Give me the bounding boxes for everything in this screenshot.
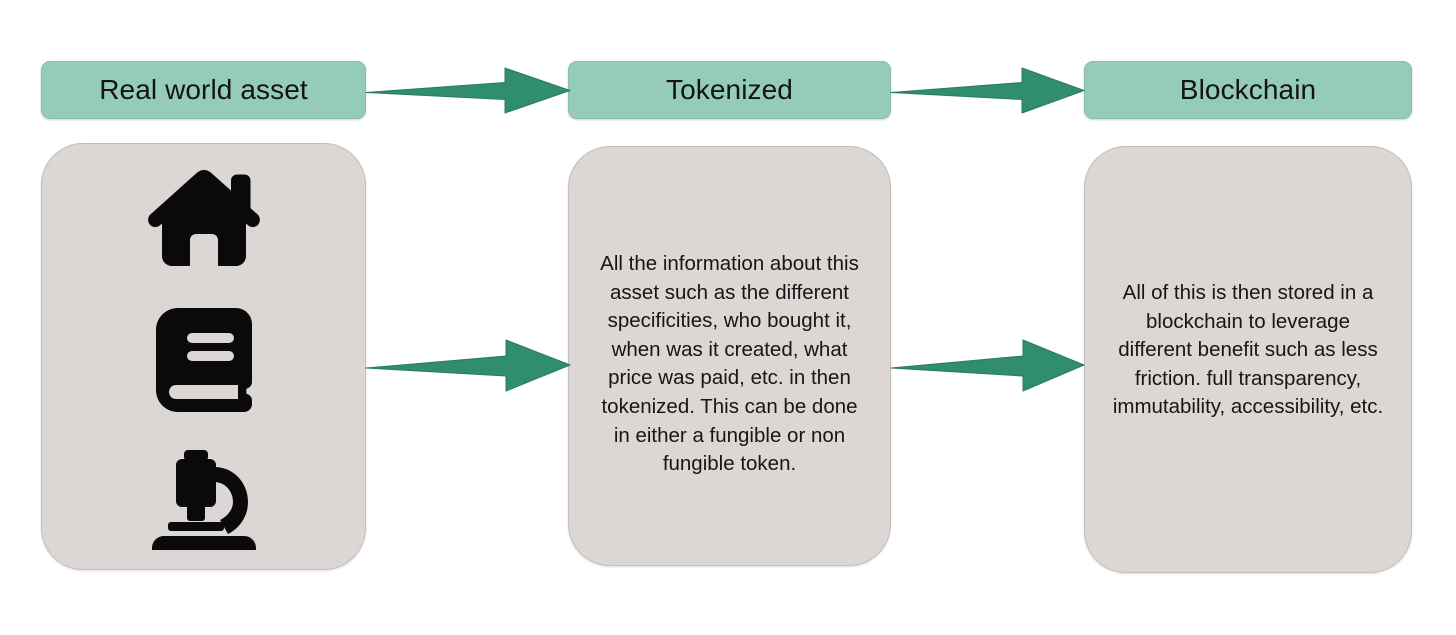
header-label-real-world-asset: Real world asset	[99, 74, 308, 105]
arrow-tokenized-to-blockchain-body	[890, 339, 1085, 392]
panel-blockchain: All of this is then stored in a blockcha…	[1084, 146, 1412, 573]
panel-tokenized: All the information about this asset suc…	[568, 146, 891, 566]
book-icon	[155, 308, 252, 417]
panel-text-blockchain: All of this is then stored in a blockcha…	[1112, 281, 1384, 419]
arrow-real-world-asset-to-tokenized-body	[365, 339, 571, 392]
panel-real-world-asset	[41, 143, 366, 570]
microscope-icon	[151, 450, 256, 555]
header-pill-blockchain: Blockchain	[1084, 61, 1412, 119]
header-label-tokenized: Tokenized	[666, 74, 793, 105]
arrow-real-world-asset-to-tokenized-header	[365, 67, 571, 114]
house-icon	[146, 166, 262, 273]
panel-text-tokenized: All the information about this asset suc…	[600, 252, 859, 476]
arrow-tokenized-to-blockchain-header	[890, 67, 1085, 114]
header-pill-real-world-asset: Real world asset	[41, 61, 366, 119]
asset-icon-stack	[42, 166, 365, 555]
header-pill-tokenized: Tokenized	[568, 61, 891, 119]
header-label-blockchain: Blockchain	[1179, 74, 1317, 105]
